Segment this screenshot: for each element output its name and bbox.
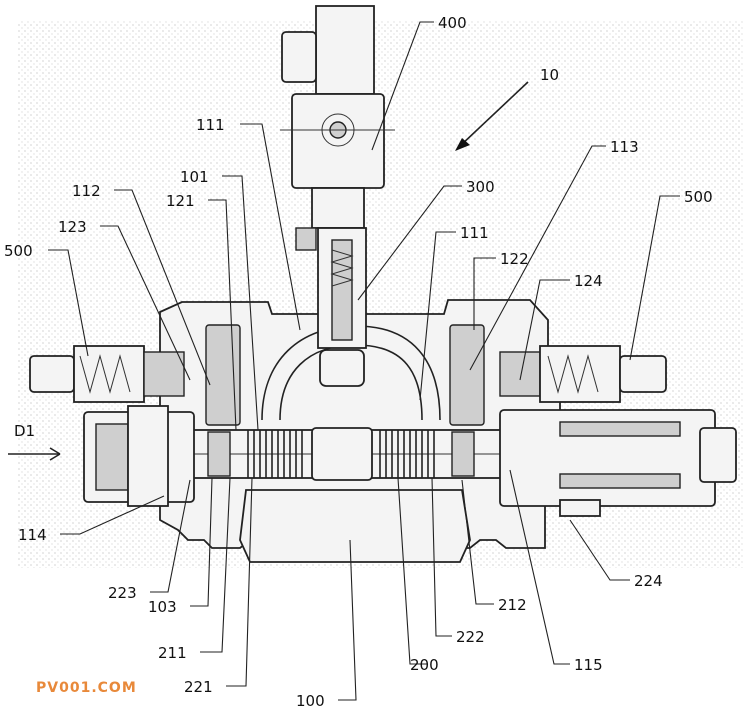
- label-500-right: 500: [684, 188, 713, 206]
- label-10: 10: [540, 66, 559, 84]
- spool-land-left: [207, 431, 231, 477]
- label-100: 100: [296, 692, 325, 710]
- label-111-mid: 111: [460, 224, 489, 242]
- label-224: 224: [634, 572, 663, 590]
- label-221: 221: [184, 678, 213, 696]
- housing-lower-lobe: [239, 489, 471, 563]
- label-500-left: 500: [4, 242, 33, 260]
- relief-valve-right: [499, 345, 667, 403]
- label-112: 112: [72, 182, 101, 200]
- spool-center-collar: [311, 427, 373, 481]
- label-101: 101: [180, 168, 209, 186]
- label-103: 103: [148, 598, 177, 616]
- solenoid-nut: [295, 227, 317, 251]
- spring-pack-left: [247, 430, 303, 478]
- label-113: 113: [610, 138, 639, 156]
- label-200: 200: [410, 656, 439, 674]
- pilot-port-right: [449, 324, 485, 426]
- solenoid-coil: [291, 93, 385, 189]
- label-d1: D1: [14, 422, 35, 440]
- spool-land-right: [451, 431, 475, 477]
- label-212: 212: [498, 596, 527, 614]
- right-actuator-rod-2: [559, 473, 681, 489]
- label-222: 222: [456, 628, 485, 646]
- label-400: 400: [438, 14, 467, 32]
- label-121: 121: [166, 192, 195, 210]
- relief-valve-left: [29, 345, 185, 403]
- assembly-pointer-10-head: [455, 138, 470, 151]
- label-123: 123: [58, 218, 87, 236]
- label-115: 115: [574, 656, 603, 674]
- solenoid-connector: [315, 5, 375, 95]
- right-actuator-rod: [559, 421, 681, 437]
- pilot-valve-spool: [331, 239, 353, 341]
- pilot-valve-spring: [330, 249, 354, 287]
- flow-arrowhead-d1: [49, 447, 61, 461]
- right-actuator-cap: [699, 427, 737, 483]
- right-actuator-base: [559, 499, 601, 517]
- label-114: 114: [18, 526, 47, 544]
- label-211: 211: [158, 644, 187, 662]
- left-end-plug: [95, 423, 129, 491]
- solenoid-cap: [281, 31, 317, 83]
- assembly-pointer-10: [459, 81, 529, 147]
- label-111-top: 111: [196, 116, 225, 134]
- spring-pack-right: [379, 430, 435, 478]
- left-end-flange: [127, 405, 169, 507]
- label-300: 300: [466, 178, 495, 196]
- watermark-text: PV001.COM: [36, 680, 137, 696]
- leader-lines: [48, 21, 680, 701]
- pilot-valve-tip: [319, 349, 365, 387]
- solenoid-adapter: [311, 187, 365, 229]
- label-122: 122: [500, 250, 529, 268]
- label-124: 124: [574, 272, 603, 290]
- label-223: 223: [108, 584, 137, 602]
